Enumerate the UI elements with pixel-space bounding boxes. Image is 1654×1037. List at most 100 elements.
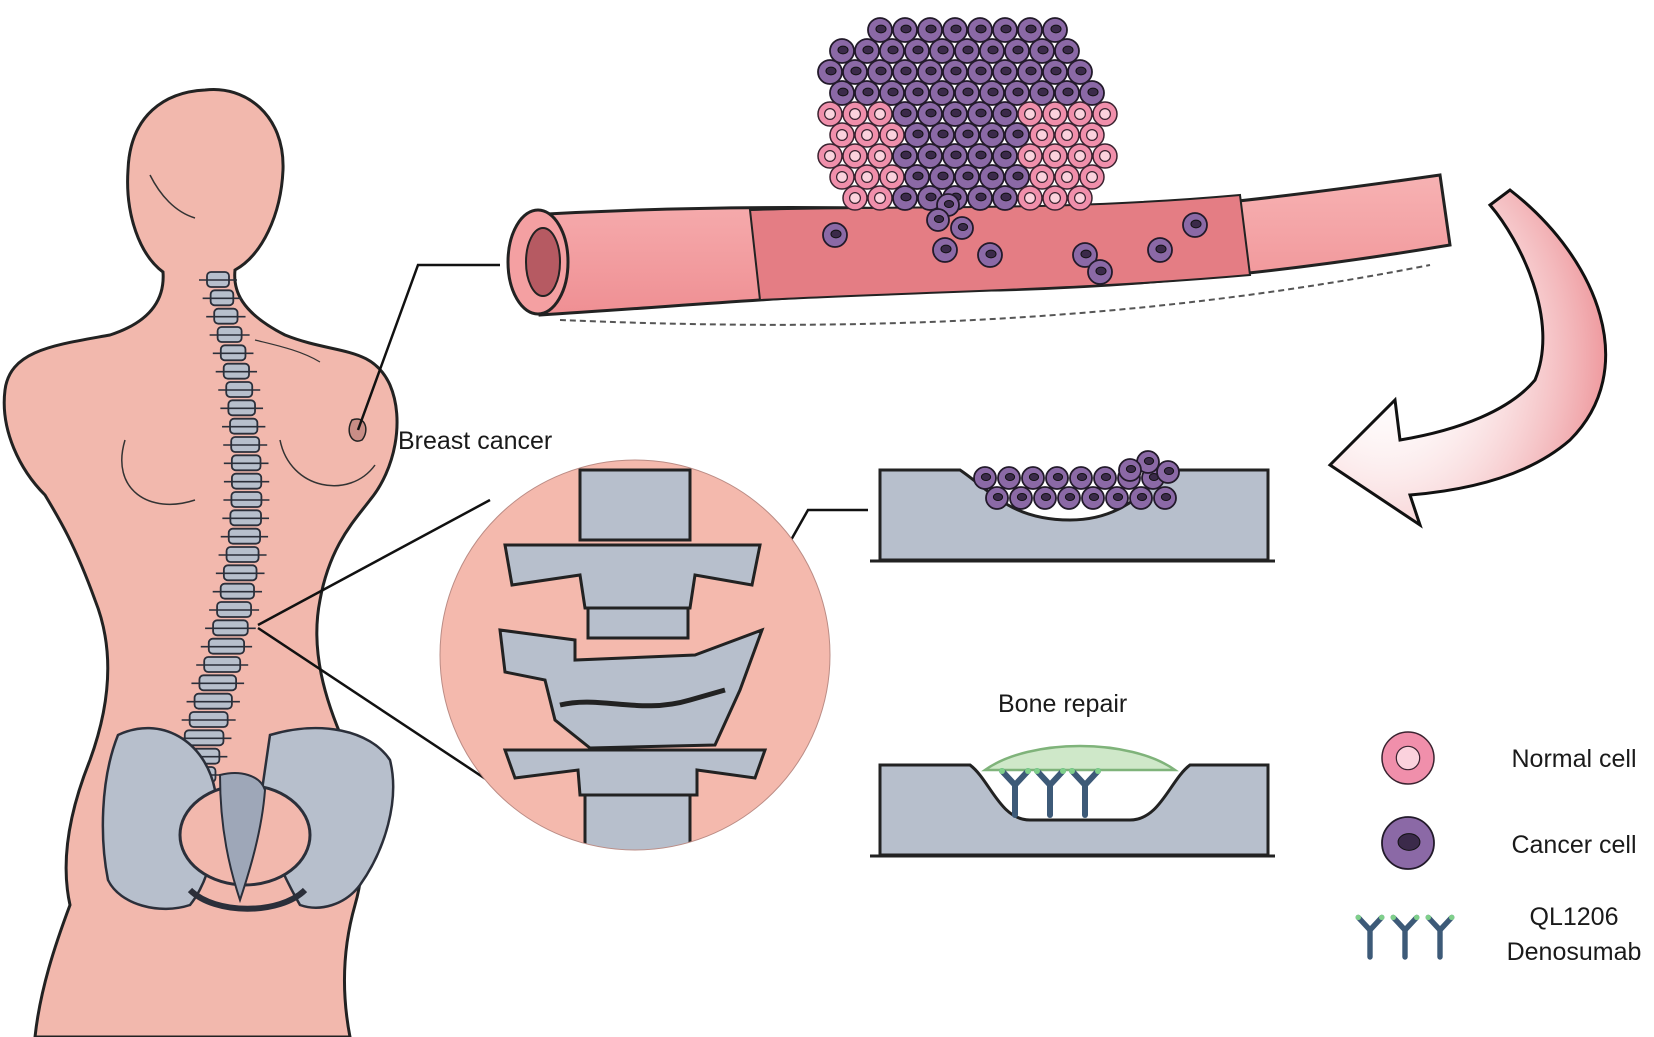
vertebra: [196, 656, 249, 673]
cancer-cell: [1156, 460, 1180, 484]
cancer-cell: [985, 486, 1009, 510]
cancer-cell: [942, 143, 968, 169]
legend-antibody-swatch: [1355, 914, 1455, 960]
primary-tumor: [817, 17, 1118, 240]
sacrum: [218, 772, 267, 904]
cancer-cell: [967, 101, 993, 127]
cancer-cell: [892, 101, 918, 127]
cancer-cell: [1017, 59, 1043, 85]
normal-cell: [1067, 101, 1093, 127]
fracture-line: [559, 687, 726, 709]
vertebra: [202, 289, 242, 307]
legend-drug-name-line1: QL1206: [1530, 903, 1619, 931]
cancer-cell: [929, 122, 955, 148]
normal-cell: [879, 122, 905, 148]
vertebra: [222, 509, 270, 527]
cancer-cell: [854, 38, 880, 64]
pelvis-left-ilium: [101, 726, 219, 911]
normal-cell: [817, 101, 843, 127]
normal-cell: [1054, 164, 1080, 190]
normal-cell: [854, 122, 880, 148]
normal-cell: [1017, 101, 1043, 127]
cancer-cell: [904, 80, 930, 106]
bone-block-2: [878, 763, 1270, 857]
pelvis-pubis: [187, 887, 308, 912]
normal-cell: [1092, 101, 1118, 127]
cancer-cell: [1042, 59, 1068, 85]
normal-cell: [1017, 185, 1043, 211]
circulating-tumor-cells: [822, 212, 1208, 285]
legend-drug-name-line2: Denosumab: [1507, 938, 1642, 966]
cancer-cell: [942, 59, 968, 85]
normal-cell: [1042, 101, 1068, 127]
cancer-cell: [967, 17, 993, 43]
cancer-cell: [992, 101, 1018, 127]
cancer-cell: [867, 59, 893, 85]
legend: [1355, 731, 1455, 960]
breast-cancer-label: Breast cancer: [398, 427, 552, 455]
cancer-cell: [1004, 164, 1030, 190]
cancer-cell: [892, 143, 918, 169]
cancer-cell: [879, 80, 905, 106]
vertebra-fractured: [498, 627, 765, 750]
legend-normal-cell-swatch: [1381, 731, 1435, 785]
bound-antibodies: [999, 768, 1101, 818]
cancer-cell: [979, 38, 1005, 64]
vertebra: [209, 326, 250, 343]
vertebra: [212, 344, 254, 362]
cancer-cell: [829, 80, 855, 106]
cancer-cell: [977, 242, 1003, 268]
normal-cell: [1017, 143, 1043, 169]
bone-repair-block: [870, 744, 1275, 858]
cancer-cell: [1017, 17, 1043, 43]
normal-cell: [842, 101, 868, 127]
cancer-cell: [942, 17, 968, 43]
cancer-cell: [1093, 466, 1117, 490]
cancer-cell: [1004, 80, 1030, 106]
cancer-cell: [1004, 38, 1030, 64]
vertebra: [218, 381, 261, 398]
cancer-cell: [1081, 486, 1105, 510]
cancer-cell: [892, 185, 918, 211]
cancer-cell: [1153, 486, 1177, 510]
vertebra: [218, 546, 267, 563]
cancer-cell: [1033, 486, 1057, 510]
normal-cell: [1079, 122, 1105, 148]
cancer-cell: [1129, 486, 1153, 510]
normal-cell: [842, 185, 868, 211]
vertebra: [200, 637, 253, 655]
cancer-cell: [1004, 122, 1030, 148]
cancer-cell: [954, 38, 980, 64]
vessel-shadow: [559, 264, 1431, 326]
shoulder-line: [254, 339, 321, 363]
normal-cell: [1067, 185, 1093, 211]
breast-to-vessel-line: [356, 263, 500, 431]
antibody-icon: [1069, 768, 1101, 818]
cancer-cell: [1136, 450, 1160, 474]
vertebra: [199, 271, 237, 288]
cancer-cell: [1029, 80, 1055, 106]
vertebra-process-3: [502, 748, 768, 797]
repair-glow: [981, 744, 1179, 772]
cancer-cell: [997, 466, 1021, 490]
cancer-cell: [822, 222, 848, 248]
cancer-cell: [817, 59, 843, 85]
vertebra: [215, 362, 258, 380]
antibody-icon: [1355, 914, 1385, 960]
normal-cell: [1079, 164, 1105, 190]
cancer-cell: [1072, 242, 1098, 268]
vertebra: [206, 307, 246, 325]
bone-metastasis-cells: [973, 450, 1180, 510]
cancer-cell: [842, 59, 868, 85]
antibody-icon: [1390, 914, 1420, 960]
cancer-cell: [926, 208, 950, 232]
cancer-cell: [867, 17, 893, 43]
cancer-cell: [904, 38, 930, 64]
cancer-cell: [917, 185, 943, 211]
vertebra: [181, 711, 236, 728]
cancer-cell: [1042, 17, 1068, 43]
vertebra-body-2: [586, 606, 690, 640]
cancer-cell: [954, 122, 980, 148]
